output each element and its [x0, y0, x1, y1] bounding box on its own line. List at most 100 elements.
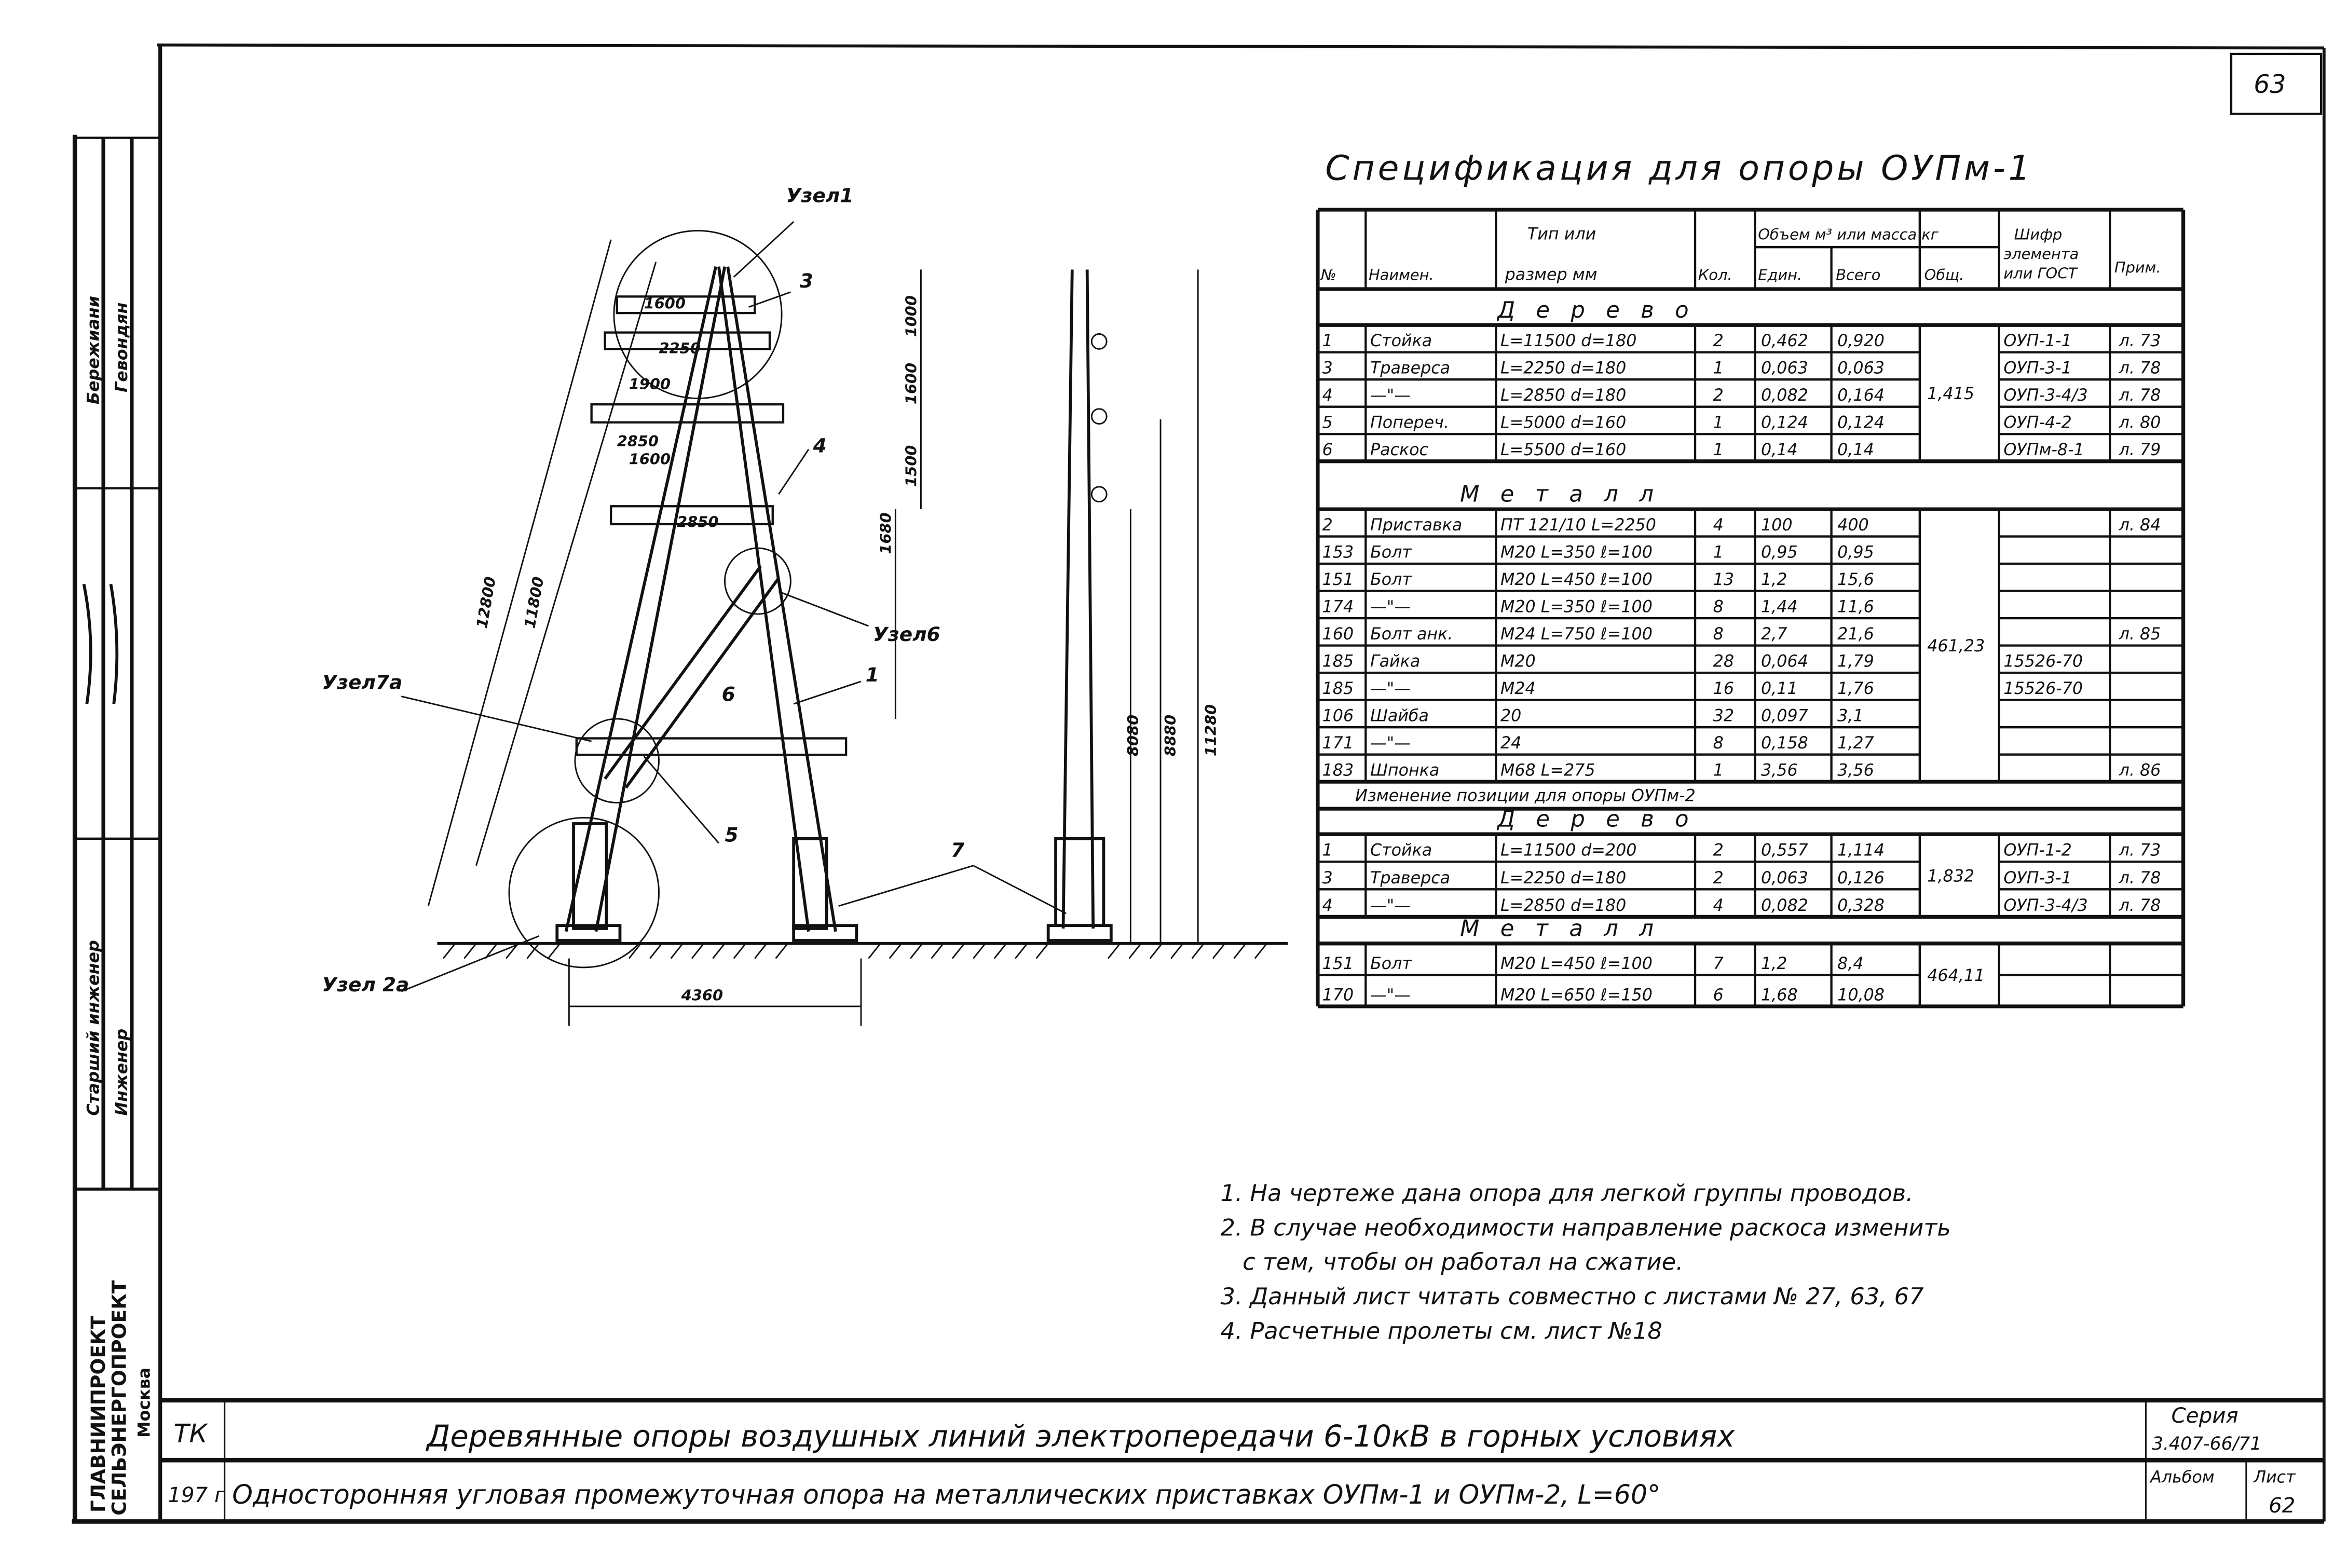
cell-size: L=2850 d=180: [1500, 386, 1626, 405]
title-code: ТК: [174, 1419, 209, 1449]
cell-total: 11,6: [1837, 598, 1874, 617]
cell-total: 0,95: [1837, 543, 1874, 562]
cell-note: л. 86: [2119, 761, 2161, 780]
cell-unit: 2,7: [1761, 625, 1787, 644]
cell-unit: 1,2: [1761, 570, 1787, 589]
cell-unit: 0,064: [1761, 652, 1808, 671]
cell-qty: 1: [1713, 543, 1724, 562]
dim-label: 1680: [877, 512, 895, 554]
cell-size: М20 L=350 ℓ=100: [1500, 598, 1653, 617]
cell-name: —"—: [1370, 986, 1411, 1004]
note-4: 4. Расчетные пролеты см. лист №18: [1220, 1317, 1662, 1344]
cell-unit: 0,557: [1761, 841, 1808, 860]
cell-total: 1,79: [1837, 652, 1874, 671]
spec-title: Спецификация для опоры ОУПм-1: [1325, 147, 2033, 188]
position-6: 6: [722, 683, 735, 705]
stamp-name-1: Бережиани: [84, 296, 103, 404]
cell-name: Траверса: [1370, 359, 1450, 378]
cell-note: л. 78: [2119, 359, 2161, 378]
cell-name: Раскос: [1370, 441, 1428, 459]
cell-name: —"—: [1370, 896, 1411, 915]
crossarm-2: [604, 331, 771, 350]
cell-qty: 8: [1713, 734, 1724, 753]
cell-size: М20: [1500, 652, 1536, 671]
cell-no: 185: [1322, 679, 1354, 698]
cell-total: 8,4: [1837, 955, 1863, 973]
cell-no: 151: [1322, 955, 1354, 973]
main-title: Деревянные опоры воздушных линий электро…: [425, 1419, 1735, 1454]
cell-name: Траверса: [1370, 869, 1450, 888]
metal-stub-left: [572, 822, 608, 930]
cell-size: 20: [1500, 707, 1521, 726]
cell-name: Болт: [1370, 543, 1412, 562]
general-total: 461,23: [1927, 637, 1985, 656]
cell-size: L=5500 d=160: [1500, 441, 1626, 459]
cell-qty: 2: [1713, 869, 1724, 888]
cell-qty: 1: [1713, 761, 1724, 780]
sheet-frame: [72, 43, 2326, 1524]
section-metal: Металл: [1460, 482, 1674, 508]
header-code-3: или ГОСТ: [2003, 265, 2078, 282]
position-1: 1: [866, 663, 879, 686]
header-type: Тип или: [1527, 225, 1596, 244]
cell-total: 3,1: [1837, 707, 1863, 726]
dim-label: 8880: [1162, 715, 1179, 756]
metal-stub-right: [792, 837, 828, 930]
dim-label: 1900: [629, 375, 671, 393]
header-volume: Объем м³ или масса кг: [1758, 226, 1939, 243]
cell-unit: 0,063: [1761, 869, 1808, 888]
header-code-2: элемента: [2003, 245, 2079, 263]
cell-no: 6: [1322, 441, 1333, 459]
cell-qty: 2: [1713, 332, 1724, 350]
stamp-city: Москва: [135, 1368, 154, 1438]
page-number-box: 63: [2230, 52, 2323, 115]
cell-total: 0,124: [1837, 414, 1885, 432]
brace: [604, 565, 762, 780]
position-3: 3: [800, 269, 813, 292]
sub-title: Односторонняя угловая промежуточная опор…: [232, 1479, 1660, 1510]
header-general: Общ.: [1924, 266, 1964, 284]
cell-name: —"—: [1370, 734, 1411, 753]
cell-qty: 2: [1713, 841, 1724, 860]
cell-name: Болт анк.: [1370, 625, 1453, 644]
cell-qty: 7: [1713, 955, 1724, 973]
cell-no: 153: [1322, 543, 1354, 562]
cell-no: 4: [1322, 386, 1333, 405]
cell-no: 171: [1322, 734, 1354, 753]
stamp-name-2: Гевондян: [113, 303, 131, 392]
dim-label: 1600: [644, 294, 686, 312]
note-2: 2. В случае необходимости направление ра…: [1220, 1214, 1950, 1241]
dim-label: 11280: [1202, 704, 1220, 756]
node-label-1: Узел1: [786, 184, 854, 207]
cell-unit: 0,14: [1761, 441, 1798, 459]
cell-note: л. 78: [2119, 869, 2161, 888]
header-total: Всего: [1836, 266, 1880, 284]
cross-beam: [575, 737, 848, 756]
cell-name: Болт: [1370, 570, 1412, 589]
cell-qty: 1: [1713, 441, 1724, 459]
header-type-2: размер мм: [1505, 266, 1598, 284]
header-code: Шифр: [2014, 226, 2063, 243]
cell-code: 15526-70: [2003, 679, 2083, 698]
cell-code: ОУП-4-2: [2003, 414, 2071, 432]
series-label: Серия: [2172, 1403, 2238, 1428]
cell-unit: 1,44: [1761, 598, 1798, 617]
cell-name: Стойка: [1370, 841, 1432, 860]
general-total: 1,415: [1927, 385, 1974, 403]
cell-unit: 0,462: [1761, 332, 1808, 350]
general-total: 1,832: [1927, 867, 1974, 885]
header-no: №: [1320, 266, 1336, 284]
section-metal-2: Металл: [1460, 916, 1674, 942]
cell-unit: 1,68: [1761, 986, 1798, 1004]
dim-label: 11800: [521, 575, 547, 630]
dim-label: 2250: [659, 339, 700, 357]
cell-unit: 0,082: [1761, 896, 1808, 915]
